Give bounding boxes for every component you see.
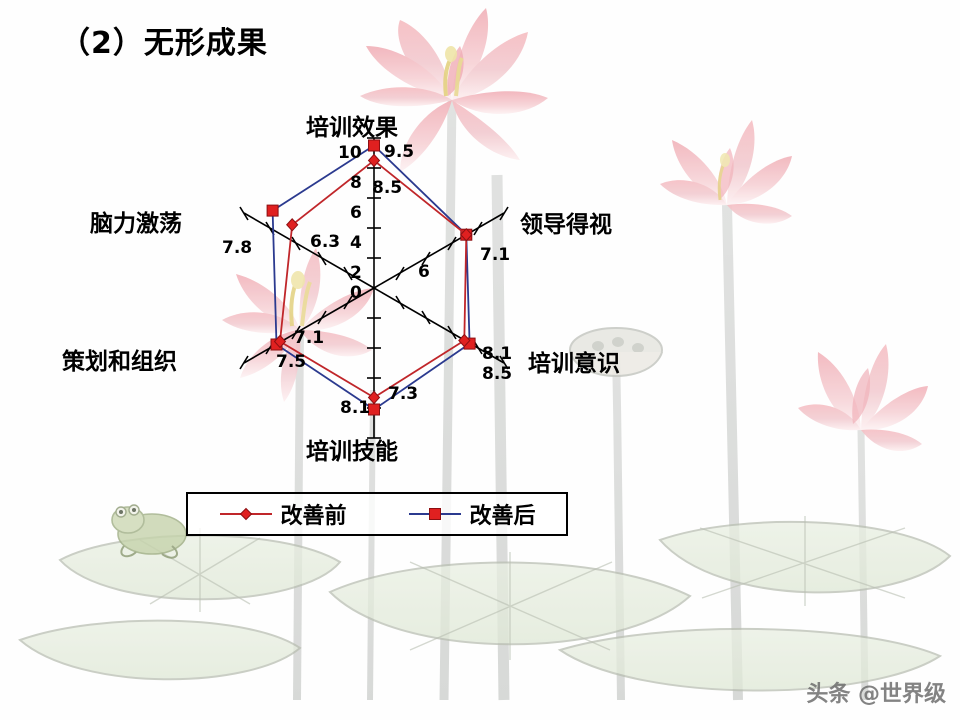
radar-chart-svg: [239, 137, 509, 439]
legend-label-before: 改善前: [280, 504, 347, 529]
value-label-leadership: 7.1: [480, 245, 511, 265]
value-label-training-skills-after: 8.1: [340, 398, 371, 418]
value-label-brainstorming-after: 7.8: [222, 238, 253, 258]
axis-label-brainstorming: 脑力激荡: [90, 211, 182, 237]
legend-label-after: 改善后: [469, 504, 536, 529]
axis-label-leadership: 领导得视: [520, 212, 612, 238]
tick-label-4: 4: [350, 233, 362, 253]
legend-item-after[interactable]: 改善后: [407, 498, 536, 530]
chart-legend: 改善前 改善后: [186, 492, 568, 536]
watermark-text: 头条 @世界级: [806, 682, 946, 707]
tick-label-10: 10: [338, 143, 362, 163]
value-label-planning-after: 7.5: [276, 352, 307, 372]
legend-swatch-before-icon: [220, 507, 273, 521]
value-label-training-skills-before: 7.3: [388, 384, 419, 404]
axis-label-training-awareness: 培训意识: [528, 351, 620, 377]
tick-label-6: 6: [350, 203, 362, 223]
legend-swatch-after-icon: [409, 508, 462, 520]
value-label-planning-before: 7.1: [294, 328, 325, 348]
value-label-training-effect-after: 9.5: [384, 142, 415, 162]
tick-label-diagonal-6: 6: [418, 262, 430, 282]
value-label-training-awareness-after: 8.5: [482, 364, 513, 384]
axis-label-planning-organization: 策划和组织: [62, 349, 177, 375]
series-markers-before: [273, 153, 473, 405]
value-label-training-effect-before: 8.5: [372, 178, 403, 198]
tick-label-2: 2: [350, 263, 362, 283]
tick-label-0: 0: [350, 283, 362, 303]
axis-label-training-effect: 培训效果: [306, 115, 398, 141]
radar-chart: 培训效果 领导得视 培训意识 培训技能 策划和组织 脑力激荡 10 8 6 4 …: [0, 80, 960, 500]
value-label-brainstorming-before: 6.3: [310, 232, 341, 252]
radar-axes: [243, 138, 505, 438]
radar-axis-ticks: [239, 137, 509, 439]
value-label-training-awareness-before: 8.1: [482, 344, 513, 364]
tick-label-8: 8: [350, 173, 362, 193]
page-title: （2）无形成果: [60, 26, 268, 61]
axis-label-training-skills: 培训技能: [306, 439, 398, 465]
legend-item-before[interactable]: 改善前: [218, 498, 347, 530]
